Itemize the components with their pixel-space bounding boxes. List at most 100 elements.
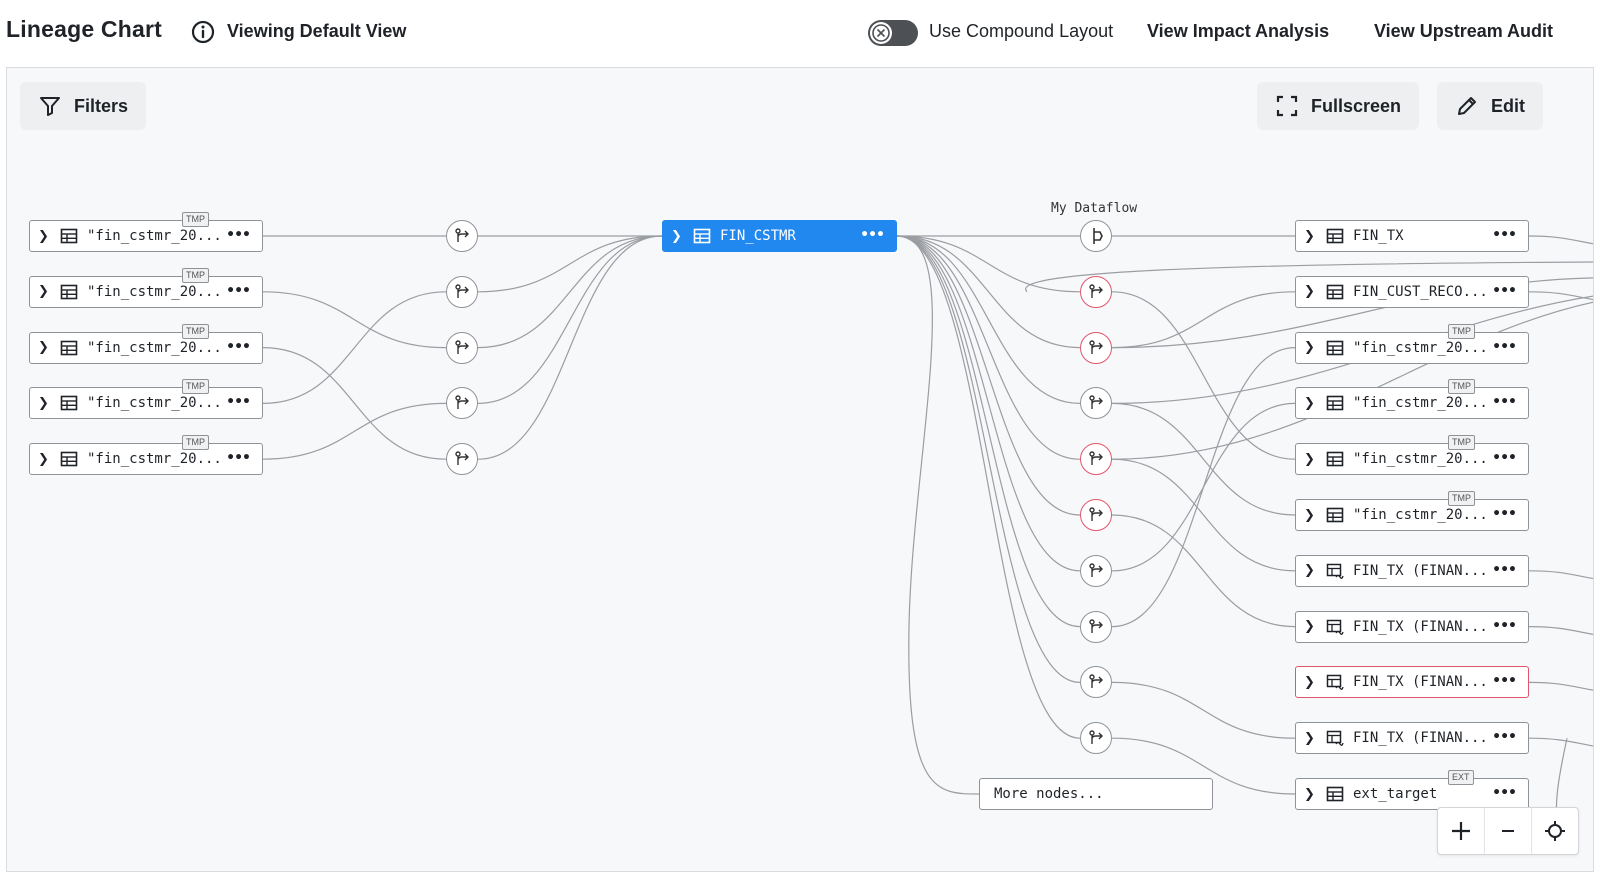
source-node[interactable]: ❯"fin_cstmr_20...•••TMP bbox=[29, 267, 263, 308]
target-node[interactable]: ❯"fin_cstmr_20...•••TMP bbox=[1295, 379, 1529, 420]
chevron-right-icon[interactable]: ❯ bbox=[38, 284, 49, 300]
chevron-right-icon[interactable]: ❯ bbox=[1304, 507, 1315, 523]
more-options-icon[interactable]: ••• bbox=[1492, 617, 1517, 634]
lineage-edge bbox=[896, 235, 1081, 349]
source-node[interactable]: ❯"fin_cstmr_20...•••TMP bbox=[29, 379, 263, 420]
target-node[interactable]: ❯ext_target•••EXT bbox=[1295, 770, 1529, 810]
operation-icon bbox=[452, 338, 472, 358]
more-options-icon[interactable]: ••• bbox=[226, 227, 251, 243]
chevron-right-icon[interactable]: ❯ bbox=[671, 228, 682, 244]
source-node[interactable]: ❯ "fin_cstmr_20...••• TMP bbox=[29, 212, 263, 252]
target-node[interactable]: ❯FIN_TX (FINAN...••• bbox=[1295, 610, 1529, 643]
table-icon bbox=[1320, 228, 1344, 244]
transform-operation[interactable] bbox=[1080, 554, 1112, 587]
more-options-icon[interactable]: ••• bbox=[1492, 506, 1517, 522]
impact-analysis-link[interactable]: View Impact Analysis bbox=[1147, 21, 1330, 41]
more-options-icon[interactable]: ••• bbox=[1492, 785, 1517, 801]
node-tag-badge: TMP bbox=[182, 323, 209, 339]
dataflow-operation[interactable] bbox=[1080, 220, 1112, 252]
chevron-right-icon[interactable]: ❯ bbox=[1304, 395, 1315, 411]
chevron-right-icon[interactable]: ❯ bbox=[1304, 228, 1315, 244]
lineage-edge bbox=[1528, 235, 1593, 245]
transform-operation[interactable] bbox=[1080, 275, 1112, 308]
more-options-icon[interactable]: ••• bbox=[226, 394, 251, 411]
transform-operation[interactable] bbox=[1080, 331, 1112, 364]
target-node[interactable]: ❯"fin_cstmr_20...•••TMP bbox=[1295, 491, 1529, 531]
chevron-right-icon[interactable]: ❯ bbox=[38, 228, 49, 244]
zoom-out-button[interactable] bbox=[1484, 808, 1531, 854]
target-node[interactable]: ❯"fin_cstmr_20...•••TMP bbox=[1295, 435, 1529, 476]
target-node[interactable]: ❯ FIN_TX ••• bbox=[1295, 220, 1529, 252]
target-node[interactable]: ❯FIN_CUST_RECO...••• bbox=[1295, 275, 1529, 308]
transform-operation[interactable] bbox=[1080, 610, 1112, 643]
more-options-icon[interactable]: ••• bbox=[1492, 282, 1517, 299]
upstream-audit-link[interactable]: View Upstream Audit bbox=[1374, 21, 1554, 41]
more-options-icon[interactable]: ••• bbox=[1492, 729, 1517, 746]
more-options-icon[interactable]: ••• bbox=[1492, 338, 1517, 355]
more-options-icon[interactable]: ••• bbox=[860, 227, 885, 243]
chevron-right-icon[interactable]: ❯ bbox=[1304, 451, 1315, 467]
more-options-icon[interactable]: ••• bbox=[226, 338, 251, 355]
operation-icon bbox=[1086, 672, 1106, 692]
more-options-icon[interactable]: ••• bbox=[1492, 450, 1517, 467]
more-options-icon[interactable]: ••• bbox=[1492, 227, 1517, 243]
focus-node-fin-cstmr[interactable]: ❯FIN_CSTMR••• bbox=[662, 220, 897, 252]
more-options-icon[interactable]: ••• bbox=[226, 450, 251, 467]
source-node[interactable]: ❯"fin_cstmr_20...•••TMP bbox=[29, 323, 263, 364]
view-icon bbox=[1320, 730, 1344, 747]
filters-label: Filters bbox=[74, 95, 129, 116]
node-label: "fin_cstmr_20... bbox=[1353, 451, 1488, 468]
lineage-edge bbox=[896, 235, 1081, 404]
compound-layout-toggle[interactable] bbox=[868, 20, 918, 46]
node-tag-badge: TMP bbox=[182, 212, 209, 227]
recenter-button[interactable] bbox=[1531, 808, 1578, 854]
chevron-right-icon[interactable]: ❯ bbox=[38, 340, 49, 356]
source-node[interactable]: ❯"fin_cstmr_20...•••TMP bbox=[29, 435, 263, 476]
chevron-right-icon[interactable]: ❯ bbox=[1304, 730, 1315, 746]
operation-icon bbox=[452, 449, 472, 469]
lineage-edge bbox=[1111, 301, 1593, 460]
more-options-icon[interactable]: ••• bbox=[226, 282, 251, 299]
chevron-right-icon[interactable]: ❯ bbox=[1304, 619, 1315, 635]
transform-operation[interactable] bbox=[446, 275, 478, 308]
lineage-edge bbox=[896, 235, 1081, 516]
fullscreen-label: Fullscreen bbox=[1311, 95, 1402, 116]
transform-operation[interactable] bbox=[1080, 387, 1112, 420]
chevron-right-icon[interactable]: ❯ bbox=[38, 451, 49, 467]
fullscreen-button[interactable]: Fullscreen bbox=[1257, 82, 1420, 130]
node-label: FIN_TX bbox=[1353, 228, 1404, 244]
table-icon bbox=[54, 228, 78, 244]
more-options-icon[interactable]: ••• bbox=[1492, 561, 1517, 578]
chevron-right-icon[interactable]: ❯ bbox=[1304, 340, 1315, 356]
transform-operation[interactable] bbox=[446, 331, 478, 364]
target-node[interactable]: ❯"fin_cstmr_20...•••TMP bbox=[1295, 323, 1529, 364]
more-options-icon[interactable]: ••• bbox=[1492, 673, 1517, 690]
zoom-controls bbox=[1437, 807, 1579, 855]
more-nodes-button[interactable]: More nodes... bbox=[979, 778, 1213, 810]
target-node[interactable]: ❯FIN_TX (FINAN...••• bbox=[1295, 722, 1529, 755]
chevron-right-icon[interactable]: ❯ bbox=[1304, 563, 1315, 579]
transform-operation[interactable] bbox=[446, 220, 478, 252]
chevron-right-icon[interactable]: ❯ bbox=[1304, 284, 1315, 300]
more-options-icon[interactable]: ••• bbox=[1492, 394, 1517, 411]
node-label: ext_target bbox=[1353, 786, 1438, 802]
filters-button[interactable]: Filters bbox=[20, 82, 147, 130]
lineage-edge bbox=[896, 235, 1081, 572]
target-node[interactable]: ❯FIN_TX (FINAN...••• bbox=[1295, 554, 1529, 587]
transform-operation[interactable] bbox=[1080, 499, 1112, 531]
transform-operation[interactable] bbox=[1080, 666, 1112, 699]
chevron-right-icon[interactable]: ❯ bbox=[1304, 674, 1315, 690]
lineage-canvas[interactable]: Filters Fullscreen Edit ❯ "fin_cstmr_20..… bbox=[6, 67, 1594, 872]
transform-operation[interactable] bbox=[1080, 443, 1112, 476]
zoom-in-button[interactable] bbox=[1438, 808, 1484, 854]
lineage-edge bbox=[262, 347, 447, 460]
transform-operation[interactable] bbox=[446, 443, 478, 476]
edit-button[interactable]: Edit bbox=[1437, 82, 1543, 130]
transform-operation[interactable] bbox=[446, 387, 478, 420]
chevron-right-icon[interactable]: ❯ bbox=[38, 395, 49, 411]
chevron-right-icon[interactable]: ❯ bbox=[1304, 786, 1315, 802]
info-icon[interactable] bbox=[190, 19, 216, 45]
node-label: "fin_cstmr_20... bbox=[87, 228, 222, 244]
target-node[interactable]: ❯FIN_TX (FINAN...••• bbox=[1295, 666, 1529, 699]
transform-operation[interactable] bbox=[1080, 722, 1112, 755]
